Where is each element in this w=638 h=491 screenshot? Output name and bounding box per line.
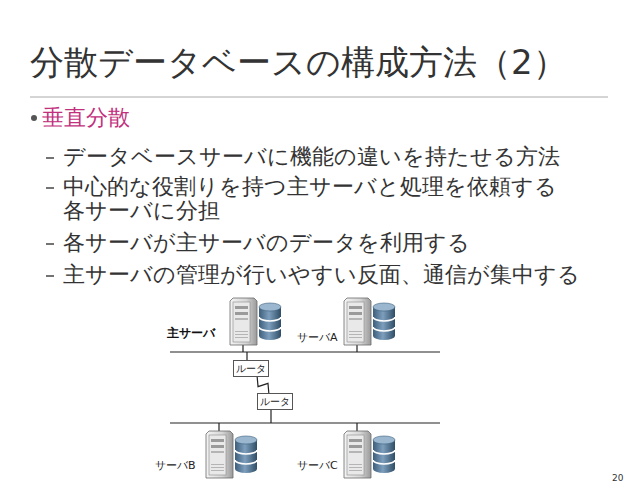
drop-wire: [218, 423, 219, 431]
drop-wire: [270, 410, 271, 423]
bullet-dot: [31, 115, 37, 121]
bullet-dash: [46, 157, 54, 159]
server-icon: [344, 431, 395, 478]
bullet-heading: 垂直分散: [42, 105, 342, 131]
bullet-dash: [46, 243, 54, 245]
server-label: サーバA: [297, 331, 357, 345]
header-rule: [30, 97, 608, 98]
router-box: ルータ: [233, 360, 269, 377]
router-label: ルータ: [236, 362, 266, 376]
router-label: ルータ: [260, 395, 290, 409]
drop-wire: [246, 352, 247, 360]
slide-title: 分散データベースの構成方法（2）: [30, 40, 567, 84]
network-bus: [170, 422, 440, 423]
bullet-item: 各サーバが主サーバのデータを利用する: [63, 231, 603, 255]
server-label: 主サーバ: [167, 326, 237, 340]
server-icon: [230, 298, 281, 345]
server-label: サーバC: [297, 459, 357, 473]
bullet-item: データベースサーバに機能の違いを持たせる方法: [63, 145, 603, 169]
wan-link: [257, 377, 269, 393]
server-icon: [344, 298, 395, 345]
bullet-item: 中心的な役割りを持つ主サーバと処理を依頼する各サーバに分担: [63, 175, 578, 223]
bullet-dash: [46, 275, 54, 277]
server-icon: [206, 431, 257, 478]
bullet-dash: [46, 187, 54, 189]
drop-wire: [356, 423, 357, 431]
router-box: ルータ: [257, 393, 293, 410]
page-number: 20: [612, 472, 636, 484]
server-label: サーバB: [155, 459, 215, 473]
bullet-item: 主サーバの管理が行いやすい反面、通信が集中する: [63, 263, 603, 287]
network-bus: [170, 351, 440, 352]
